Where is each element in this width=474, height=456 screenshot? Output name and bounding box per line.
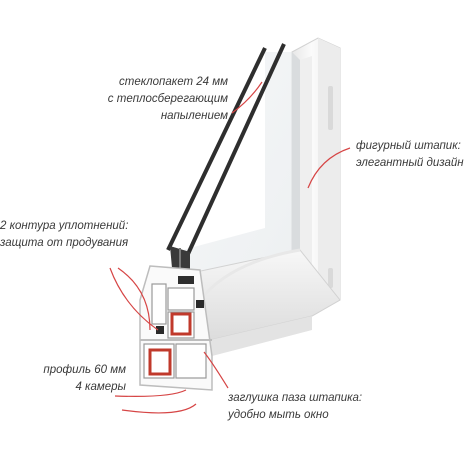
label-glass-unit-line3: напылением: [160, 110, 228, 122]
label-glazing-bead: фигурный штапик: элегантный дизайн: [356, 138, 464, 172]
seal-inner: [196, 300, 204, 308]
label-bead-cap-line2: удобно мыть окно: [228, 409, 329, 421]
glass-pane-inner: [186, 43, 286, 255]
label-glazing-bead-line2: элегантный дизайн: [356, 157, 464, 169]
callout-lines: [109, 81, 351, 414]
label-seals-line1: 2 контура уплотнений:: [0, 220, 129, 232]
seal-outer: [156, 326, 164, 334]
hinge: [328, 86, 333, 130]
label-seals: 2 контура уплотнений: защита от продуван…: [0, 218, 128, 252]
label-bead-cap: заглушка паза штапика: удобно мыть окно: [228, 390, 362, 424]
profile-cross-section: [139, 265, 213, 391]
label-glazing-bead-line1: фигурный штапик:: [356, 140, 461, 152]
label-glass-unit-line1: стеклопакет 24 мм: [119, 76, 228, 88]
leader-profile: [114, 389, 187, 397]
label-glass-unit-line2: с теплосберегающим: [107, 93, 228, 105]
label-glass-unit: стеклопакет 24 мм с теплосберегающим нап…: [80, 74, 228, 125]
hinge-lower: [328, 268, 333, 288]
label-profile: профиль 60 мм 4 камеры: [10, 362, 126, 396]
glass-pane-outer: [166, 47, 267, 251]
leader-seals-2: [109, 267, 159, 331]
leader-bead-cap: [203, 351, 229, 389]
steel-reinforcement: [148, 348, 172, 376]
leader-profile-2: [121, 403, 197, 414]
label-seals-line2: защита от продувания: [0, 237, 129, 249]
leader-glazing-bead: [307, 147, 351, 189]
leader-seals-1: [117, 267, 151, 331]
label-profile-line1: профиль 60 мм: [43, 364, 126, 376]
label-profile-line2: 4 камеры: [75, 381, 126, 393]
label-bead-cap-line1: заглушка паза штапика:: [228, 392, 363, 404]
window-frame-horizontal: [195, 248, 341, 356]
leader-glass-unit: [231, 81, 263, 114]
